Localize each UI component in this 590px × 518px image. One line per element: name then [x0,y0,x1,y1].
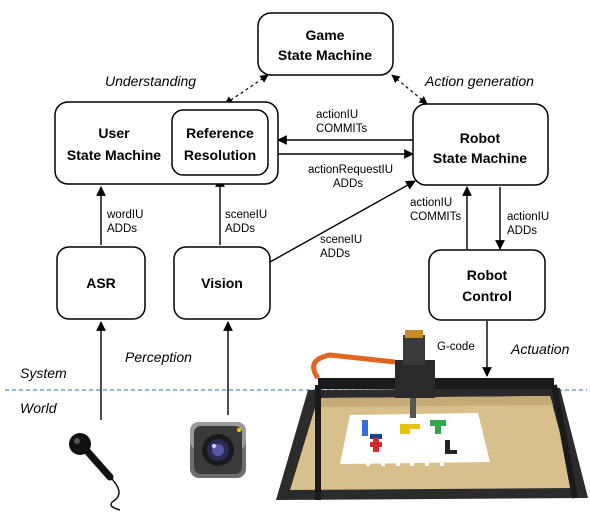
node-label: State Machine [433,150,527,166]
node-label: Resolution [184,147,256,163]
node-game-state-machine: Game State Machine [257,12,394,76]
node-robot-control: Robot Control [428,249,546,321]
region-label: Perception [125,349,192,365]
edge-label: ADDs [507,225,537,237]
node-label: Robot [460,130,501,146]
node-label: ASR [86,275,116,291]
node-vision: Vision [173,246,271,320]
node-robot-state-machine: Robot State Machine [412,103,549,186]
edge-scene-robot [269,180,416,263]
node-label: User [98,125,130,141]
node-asr: ASR [56,246,146,320]
edge-label: actionIU [410,197,452,209]
edge-game-user [224,74,269,105]
edge-label: COMMITs [410,211,461,223]
edge-label: sceneIU [320,234,362,246]
region-label: System [20,365,67,381]
edge-label: G-code [437,341,475,353]
node-label: State Machine [67,147,161,163]
robot-table-photo [276,330,588,500]
region-label: Actuation [510,341,570,357]
node-label: Robot [467,267,508,283]
edge-label: sceneIU [225,209,267,221]
edge-label: ADDs [333,178,363,190]
edge-label: COMMITs [316,123,367,135]
edge-label: actionRequestIU [308,164,393,176]
node-label: Vision [201,275,243,291]
region-label: World [20,400,58,416]
edge-label: wordIU [106,209,143,221]
edge-label: actionIU [507,211,549,223]
edge-label: ADDs [107,223,137,235]
node-label: Reference [186,125,254,141]
region-label: Action generation [424,73,534,89]
node-label: Control [462,288,512,304]
node-label: State Machine [278,47,372,63]
node-reference-resolution: Reference Resolution [171,109,269,176]
camera-icon [190,422,246,478]
edge-label: ADDs [225,223,255,235]
region-label: Understanding [105,73,196,89]
node-label: Game [306,27,345,43]
edge-game-robot [391,74,428,105]
edge-label: ADDs [320,248,350,260]
microphone-icon [69,433,121,511]
edge-label: actionIU [316,109,358,121]
